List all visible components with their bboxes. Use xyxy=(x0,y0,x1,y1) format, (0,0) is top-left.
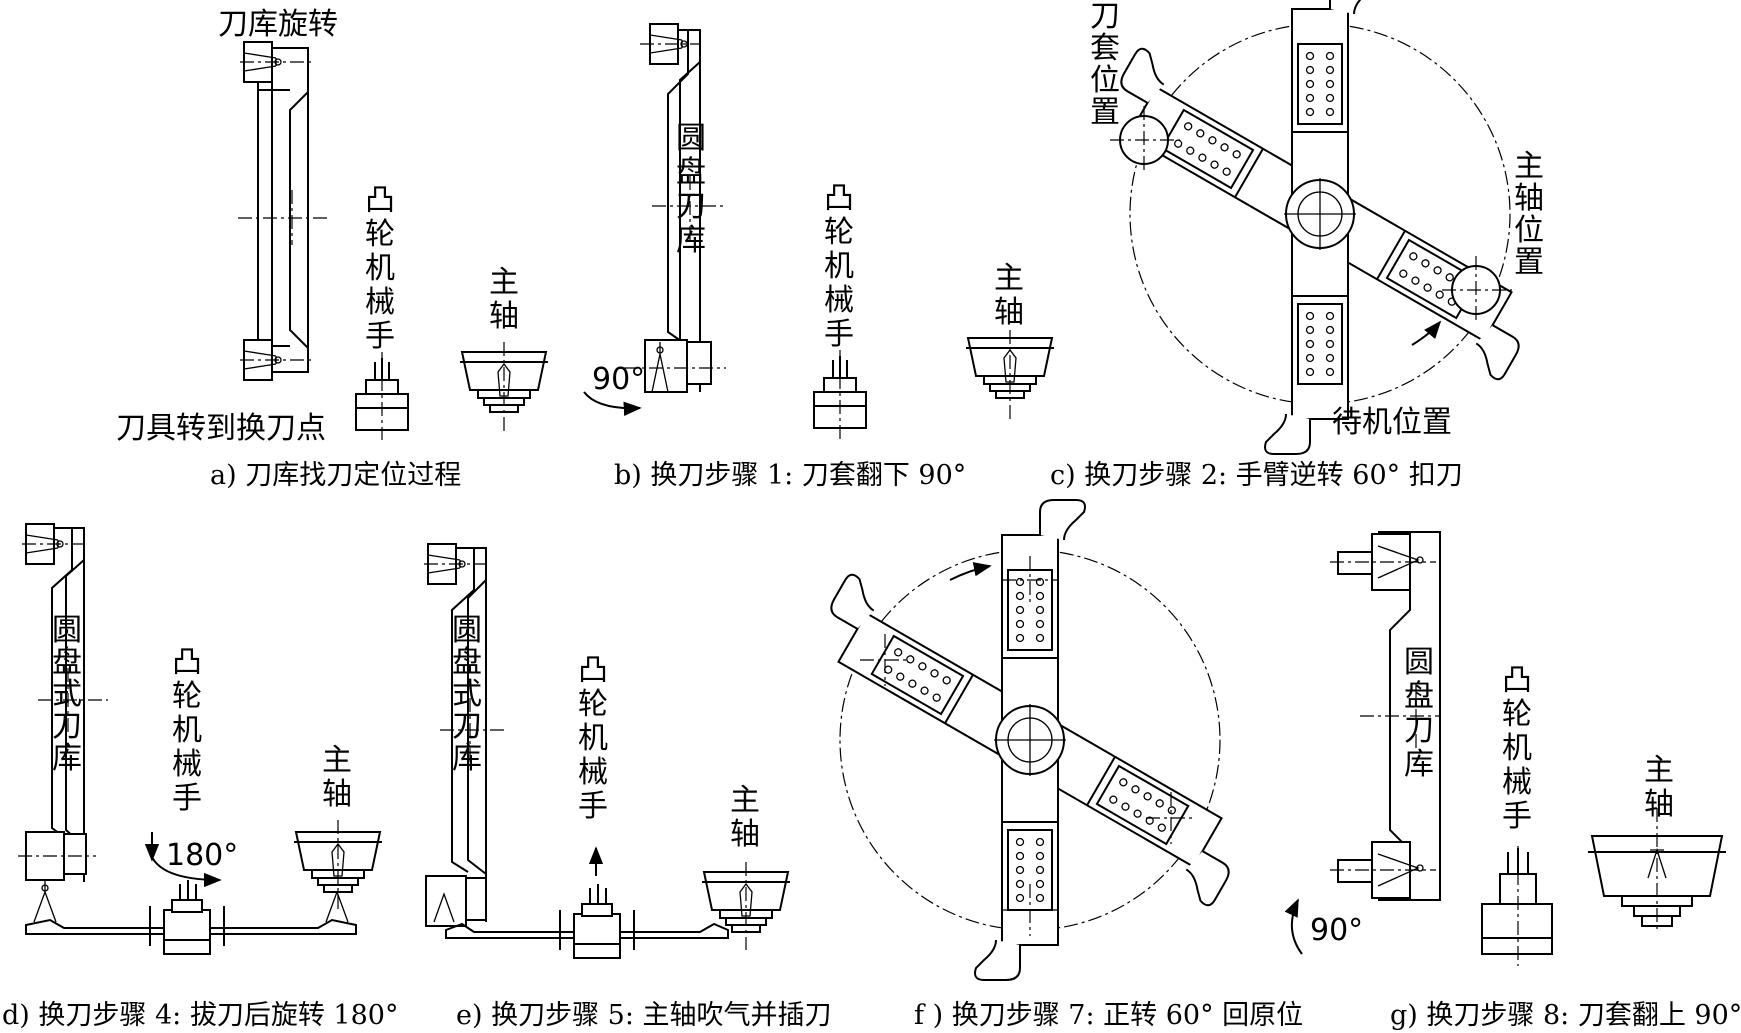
panel-f: f ) 换刀步骤 7: 正转 60° 回原位 xyxy=(795,500,1303,1031)
label-tool-to-change-point: 刀具转到换刀点 xyxy=(116,411,326,446)
cam-manipulator-icon xyxy=(813,355,867,429)
caption-f: f ) 换刀步骤 7: 正转 60° 回原位 xyxy=(914,1000,1303,1031)
caption-e: e) 换刀步骤 5: 主轴吹气并插刀 xyxy=(456,1000,832,1031)
label-angle-180: 180° xyxy=(166,838,238,873)
label-cam-manipulator: 凸轮机械手 xyxy=(824,181,854,352)
label-spindle: 主轴 xyxy=(730,783,760,852)
panel-b: 圆盘刀库 90° 凸轮机械手 主轴 b) 换刀步骤 1: 刀套翻下 90° xyxy=(583,23,1055,491)
cam-manipulator-icon xyxy=(355,357,409,431)
caption-b: b) 换刀步骤 1: 刀套翻下 90° xyxy=(614,460,966,491)
panel-g: 圆盘刀库 90° 凸轮机械手 主轴 g) 换刀步骤 8: 刀套翻上 90° xyxy=(1284,531,1741,1031)
label-cam-manipulator: 凸轮机械手 xyxy=(578,653,608,824)
label-disc-magazine: 圆盘刀库 xyxy=(676,121,706,258)
label-disc-magazine: 圆盘刀库 xyxy=(1404,645,1434,782)
label-disc-type-magazine: 圆盘式刀库 xyxy=(452,613,482,776)
label-spindle: 主轴 xyxy=(489,265,519,334)
label-spindle: 主轴 xyxy=(1644,753,1674,822)
panel-e: 圆盘式刀库 凸轮机械手 主轴 e) 换刀步骤 5: 主轴吹气并插刀 xyxy=(424,543,832,1031)
label-cam-manipulator: 凸轮机械手 xyxy=(365,183,395,354)
label-cam-manipulator: 凸轮机械手 xyxy=(1502,663,1532,834)
label-cam-manipulator: 凸轮机械手 xyxy=(172,645,202,816)
label-spindle: 主轴 xyxy=(994,261,1024,330)
panel-c: 刀套位置 主轴位置 待机位置 c) 换刀步骤 2: 手臂逆转 60° 扣刀 xyxy=(1050,0,1555,491)
caption-c: c) 换刀步骤 2: 手臂逆转 60° 扣刀 xyxy=(1050,460,1463,491)
label-disc-type-magazine: 圆盘式刀库 xyxy=(52,613,82,776)
caption-a: a) 刀库找刀定位过程 xyxy=(210,460,461,491)
label-spindle: 主轴 xyxy=(322,743,352,812)
label-sleeve-position: 刀套位置 xyxy=(1090,0,1120,130)
label-standby-position: 待机位置 xyxy=(1332,405,1452,440)
label-angle-90-b: 90° xyxy=(592,362,645,397)
caption-g: g) 换刀步骤 8: 刀套翻上 90° xyxy=(1390,1000,1741,1031)
label-magazine-rotate: 刀库旋转 xyxy=(218,7,338,42)
caption-d: d) 换刀步骤 4: 拔刀后旋转 180° xyxy=(2,1000,398,1031)
panel-a: 刀库旋转 刀具转到换刀点 凸轮机械手 主轴 a) 刀库找刀定位过程 xyxy=(116,7,549,491)
label-angle-90-g: 90° xyxy=(1310,913,1363,948)
panel-d: 圆盘式刀库 凸轮机械手 180° 主轴 d) 换刀步骤 4: 拔刀后旋转 180… xyxy=(2,523,398,1031)
label-spindle-position: 主轴位置 xyxy=(1514,149,1544,280)
